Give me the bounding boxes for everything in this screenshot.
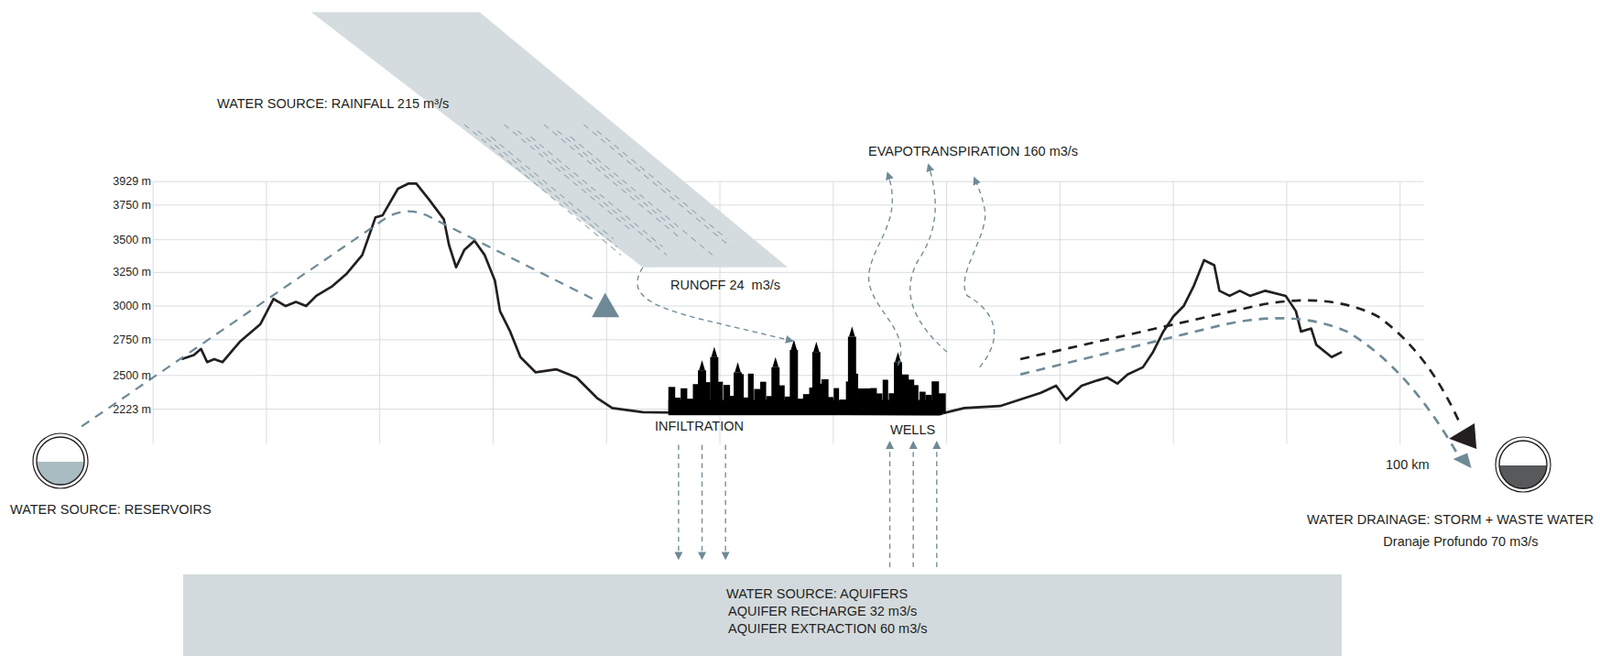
text-label: WATER DRAINAGE: STORM + WASTE WATER bbox=[1306, 511, 1594, 528]
text-label: 3929 m bbox=[112, 174, 152, 190]
text-label: Dranaje Profundo 70 m3/s bbox=[1382, 533, 1538, 550]
drainage-flow-dark bbox=[1020, 300, 1461, 427]
reservoir-flow bbox=[81, 211, 598, 427]
text-label: WATER SOURCE: AQUIFERS bbox=[726, 586, 908, 602]
rain-streaks bbox=[464, 124, 731, 256]
text-label: 3500 m bbox=[112, 232, 152, 249]
drainage-arrowhead-grey bbox=[1453, 452, 1472, 469]
terrain-profile bbox=[181, 183, 1342, 414]
aquifer-band: WATER SOURCE: AQUIFERSAQUIFER RECHARGE 3… bbox=[183, 574, 1342, 656]
city-skyline bbox=[668, 326, 947, 415]
text-label: INFILTRATION bbox=[654, 418, 744, 435]
text-label: EVAPOTRANSPIRATION 160 m3/s bbox=[868, 143, 1078, 160]
well-arrows bbox=[890, 442, 937, 567]
flow-triangle bbox=[591, 293, 620, 318]
text-label: 2223 m bbox=[112, 402, 152, 418]
text-label: 3250 m bbox=[112, 264, 152, 281]
text-label: RUNOFF 24 m3/s bbox=[670, 277, 781, 294]
evapotranspiration-flows bbox=[869, 164, 995, 367]
runoff-flow bbox=[637, 267, 793, 341]
text-label: 2750 m bbox=[112, 332, 152, 349]
text-label: 100 km bbox=[1385, 457, 1430, 473]
elevation-grid bbox=[152, 181, 1424, 444]
text-label: 3750 m bbox=[112, 197, 152, 214]
text-label: WELLS bbox=[890, 422, 936, 438]
infiltration-arrows bbox=[678, 444, 726, 558]
water-circle: WATER SOURCE: RESERVOIRS bbox=[5, 428, 253, 530]
text-label: 2500 m bbox=[112, 368, 152, 384]
text-label: WATER SOURCE: RAINFALL 215 m³/s bbox=[217, 96, 449, 112]
text-label: AQUIFER RECHARGE 32 m3/s bbox=[728, 603, 917, 620]
text-label: AQUIFER EXTRACTION 60 m3/s bbox=[728, 620, 928, 637]
text-label: 3000 m bbox=[112, 298, 152, 315]
rainfall-band bbox=[311, 11, 788, 267]
text-label: WATER SOURCE: RESERVOIRS bbox=[10, 501, 212, 518]
water-circle: WATER DRAINAGE: STORM + WASTE WATER Drana… bbox=[1263, 428, 1596, 556]
drainage-flow-grey bbox=[1020, 317, 1459, 458]
